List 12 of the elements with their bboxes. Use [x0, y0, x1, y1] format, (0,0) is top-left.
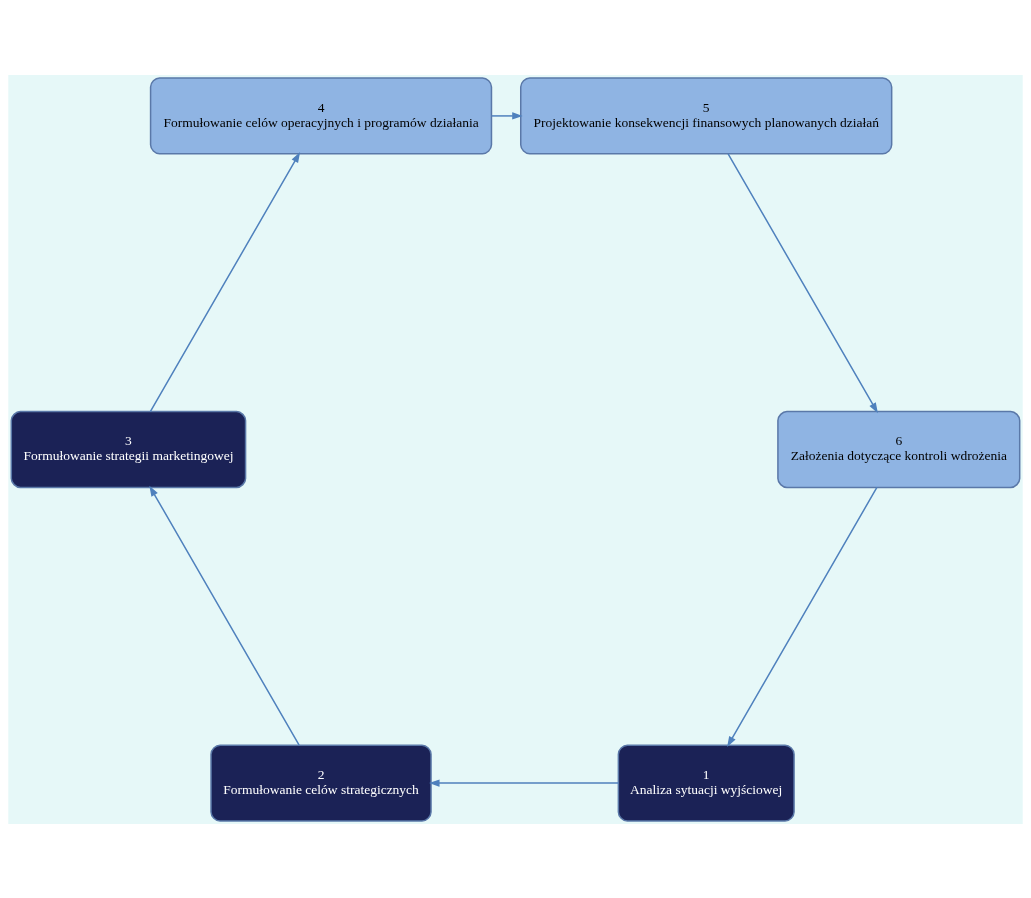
node-box: 3 Formułowanie strategii marketingowej: [10, 410, 247, 488]
node-box: 5 Projektowanie konsekwencji finansowych planowanych działań: [520, 76, 893, 155]
arrow: [490, 111, 523, 120]
node-box: 6 Założenia dotyczące kontroli wdrożenia: [777, 410, 1021, 488]
arrow: [149, 151, 301, 412]
node-box: 1 Analiza sytuacji wyjściowej: [617, 743, 795, 822]
arrow: [727, 152, 878, 413]
arrow: [429, 778, 620, 787]
node-box: 4 Formułowanie celów operacyjnych i programów działania: [149, 76, 493, 155]
arrow: [149, 485, 300, 746]
node-box: 2 Formułowanie celów strategicznych: [210, 743, 432, 822]
arrow: [727, 486, 878, 747]
